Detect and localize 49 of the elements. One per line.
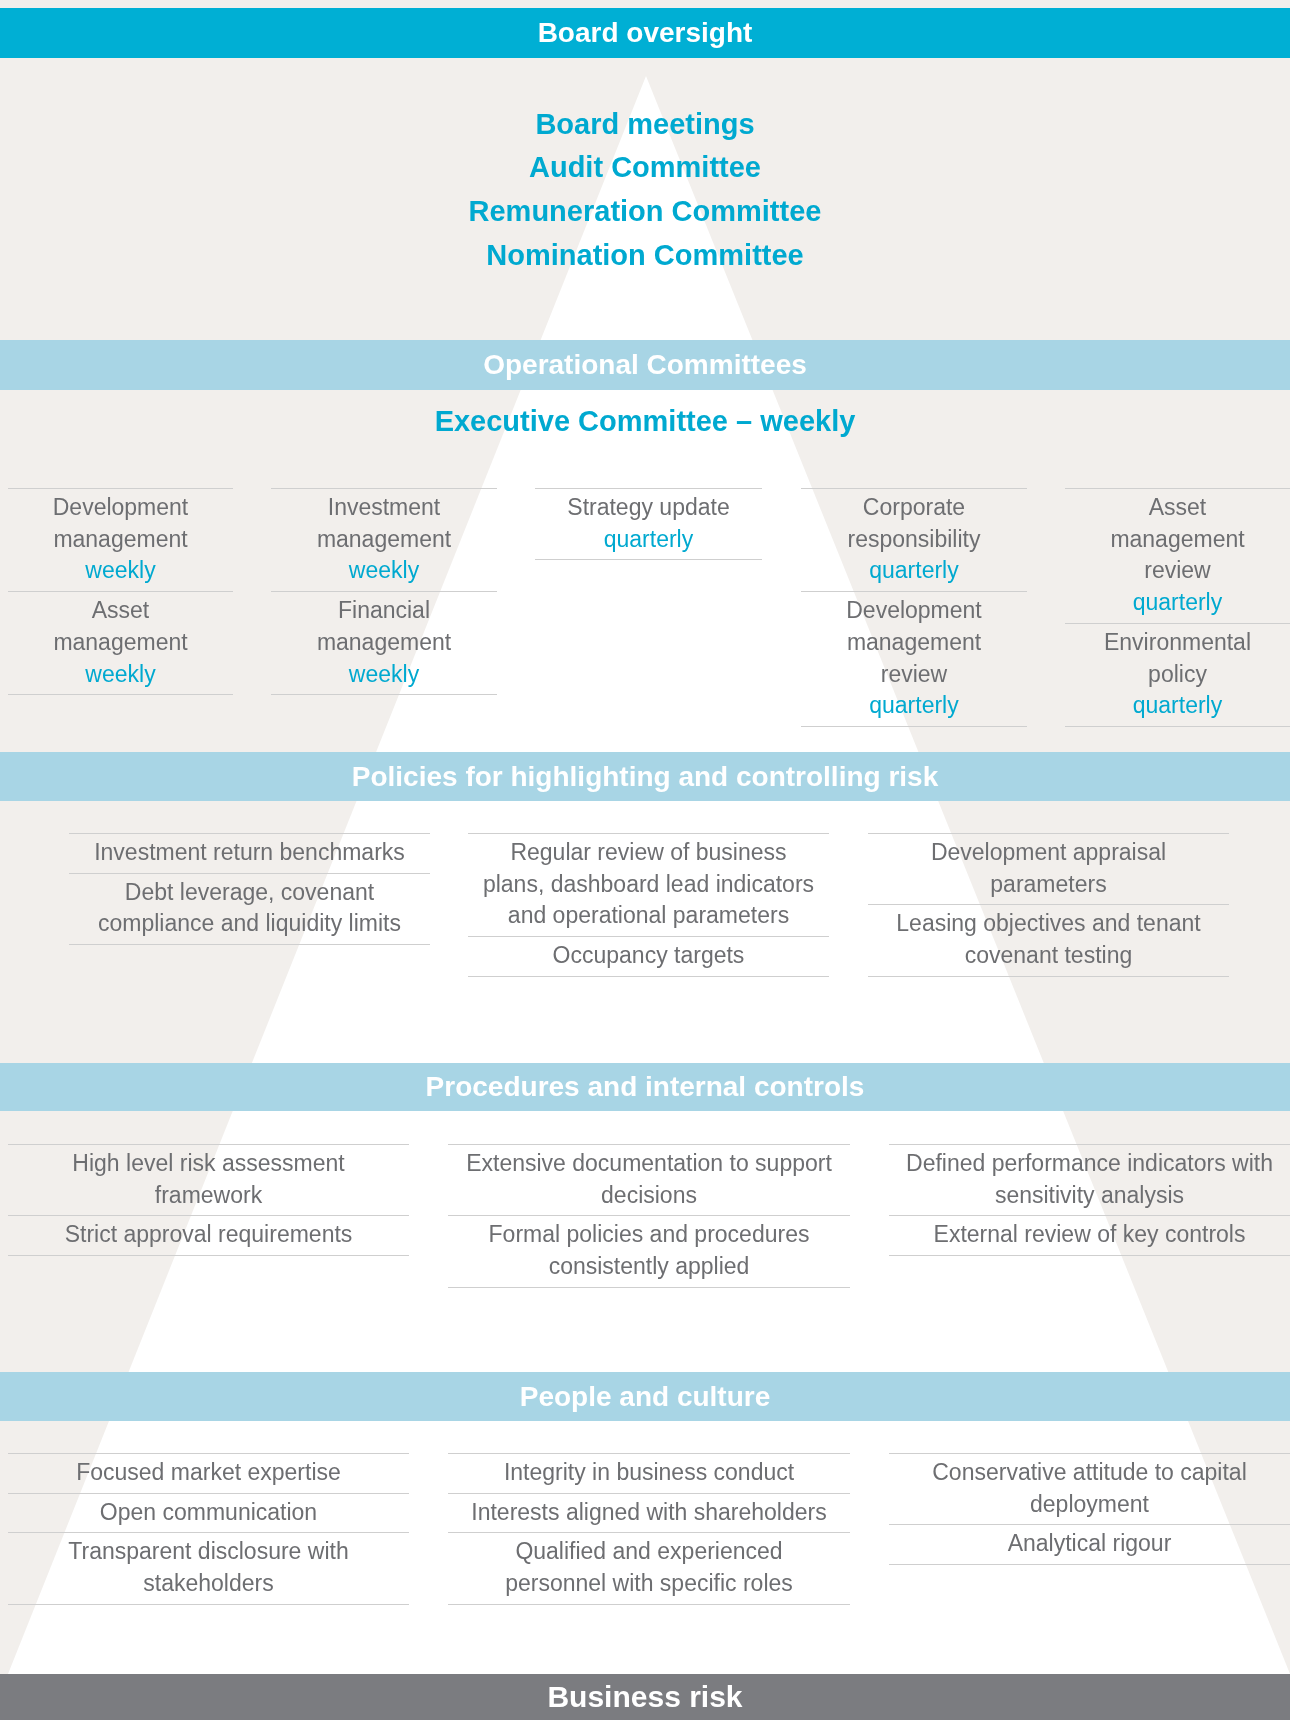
list-item: Debt leverage, covenant compliance and liquidity limits: [97, 877, 402, 939]
list-item: Analytical rigour: [1006, 1529, 1173, 1559]
list-item: Development management: [51, 493, 190, 554]
list-item: Strategy update: [566, 493, 731, 522]
frequency-label: weekly: [84, 556, 157, 586]
list-item: Interests aligned with shareholders: [470, 1497, 828, 1527]
frequency-label: quarterly: [1131, 691, 1224, 721]
committee-name: Board meetings: [534, 108, 756, 141]
list-item: Occupancy targets: [551, 941, 746, 971]
list-item: Extensive documentation to support decisions: [465, 1149, 833, 1210]
frequency-label: quarterly: [868, 691, 960, 721]
list-item: Development appraisal parameters: [929, 838, 1168, 899]
frequency-label: weekly: [347, 556, 421, 586]
list-item: Qualified and experienced personnel with specific roles: [504, 1537, 794, 1599]
section-band: Policies for highlighting and controlling risk: [0, 752, 1290, 801]
list-item: Focused market expertise: [75, 1458, 342, 1487]
list-item: Investment return benchmarks: [93, 838, 406, 867]
list-item: Financial management: [315, 596, 453, 657]
frequency-label: quarterly: [602, 524, 695, 554]
committee-name: Audit Committee: [528, 151, 762, 184]
list-item: Transparent disclosure with stakeholders: [67, 1537, 350, 1599]
list-item: Integrity in business conduct: [502, 1458, 796, 1487]
frequency-label: weekly: [84, 659, 157, 689]
section-band: Operational Committees: [0, 340, 1290, 390]
section-band: Procedures and internal controls: [0, 1063, 1290, 1111]
section-band: Board oversight: [0, 8, 1290, 58]
list-item: Strict approval requirements: [63, 1220, 354, 1250]
section-band: Business risk: [0, 1674, 1290, 1720]
frequency-label: quarterly: [1131, 588, 1224, 618]
frequency-label: quarterly: [868, 556, 960, 586]
list-item: Asset management: [52, 596, 189, 657]
committee-heading: Executive Committee – weekly: [433, 405, 857, 438]
frequency-label: weekly: [347, 659, 421, 689]
section-band: People and culture: [0, 1372, 1290, 1421]
committee-name: Remuneration Committee: [467, 195, 823, 228]
list-item: Conservative attitude to capital deployment: [931, 1458, 1248, 1519]
list-item: Corporate responsibility: [846, 493, 982, 554]
list-item: Environmental policy: [1103, 627, 1252, 689]
committee-name: Nomination Committee: [485, 239, 805, 272]
list-item: Leasing objectives and tenant covenant testing: [895, 909, 1202, 971]
list-item: Investment management: [315, 493, 453, 554]
list-item: External review of key controls: [932, 1220, 1247, 1250]
list-item: Defined performance indicators with sensitivity analysis: [905, 1149, 1274, 1210]
list-item: Regular review of business plans, dashboard lead indicators and operational parameters: [482, 838, 815, 931]
list-item: High level risk assessment framework: [71, 1149, 346, 1210]
list-item: Open communication: [98, 1497, 319, 1527]
list-item: Development management review: [845, 596, 983, 689]
list-item: Asset management review: [1109, 493, 1246, 586]
list-item: Formal policies and procedures consistently applied: [487, 1220, 811, 1282]
